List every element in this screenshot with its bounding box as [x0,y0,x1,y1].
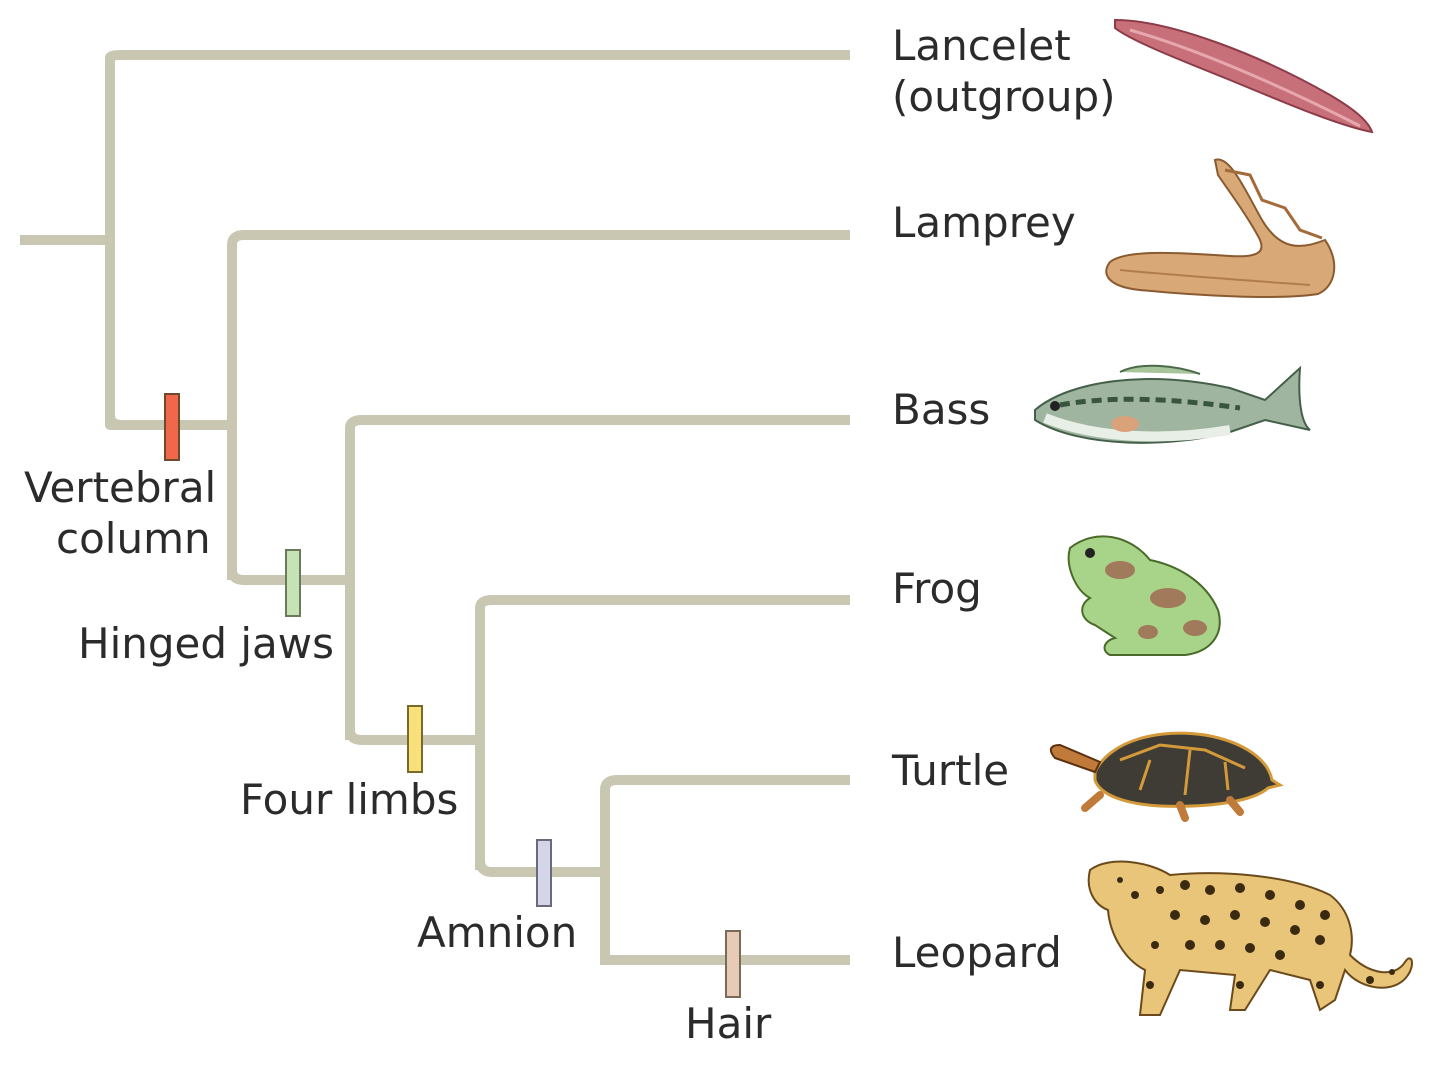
trait-line: Vertebral [24,463,217,512]
taxon-label-turtle: Turtle [892,746,1010,795]
frog-image [1067,535,1221,656]
branch-turtle [600,775,850,965]
trait-label-four-limbs: Four limbs [240,775,459,824]
trait-label-amnion: Amnion [417,908,578,957]
turtle-image [1049,731,1284,822]
branch-tetrapods [345,729,480,745]
taxon-label-frog: Frog [892,564,982,613]
bass-image [1034,364,1311,444]
taxon-label-leopard: Leopard [892,928,1062,977]
branch-bass [345,415,850,740]
vertebral-column-marker [164,393,180,461]
amnion-marker [536,839,552,907]
trait-label-hinged-jaws: Hinged jaws [78,619,335,668]
branch-amniotes [475,859,605,877]
taxon-label-lamprey: Lamprey [892,198,1076,247]
lancelet-image [1114,18,1374,134]
trait-line: column [56,514,211,564]
taxon-note: (outgroup) [892,72,1116,122]
branch-vertebrates [105,414,232,430]
hinged-jaws-marker [285,549,301,617]
taxon-label-bass: Bass [892,385,991,434]
taxon-label-lancelet: Lancelet (outgroup) [892,20,1116,122]
four-limbs-marker [407,705,423,773]
trait-label-hair: Hair [685,999,772,1048]
hair-marker [725,930,741,998]
branch-gnathostomes [227,569,350,585]
taxon-name: Lancelet [892,21,1071,70]
branch-frog [475,595,850,870]
branch-lamprey [227,230,850,580]
tree-branches [20,50,850,965]
leopard-image [1087,860,1413,1016]
branch-lancelet [105,50,850,430]
lamprey-image [1105,158,1336,298]
trait-label-vertebral-column: Vertebral column [24,462,216,564]
